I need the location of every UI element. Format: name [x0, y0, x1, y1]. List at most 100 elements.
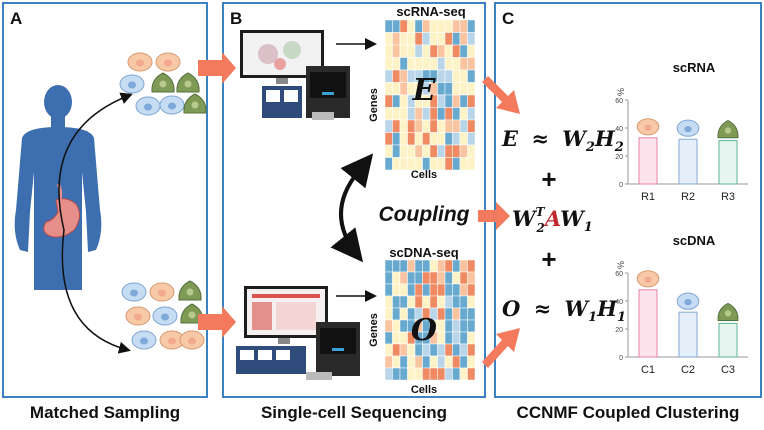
- heatmap-cell: [437, 132, 446, 146]
- heatmap-cell: [452, 94, 461, 108]
- heatmap-cell: [422, 32, 431, 46]
- heatmap-cell: [422, 259, 431, 273]
- heatmap-cell: [399, 271, 408, 285]
- heatmap-cell: [392, 144, 401, 158]
- beige-cell-icon: [179, 330, 205, 350]
- heatmap-cell: [407, 144, 416, 158]
- blue-cell-icon: [159, 95, 185, 115]
- cell-group-top: [119, 52, 207, 116]
- heatmap-cell: [399, 119, 408, 133]
- heatmap-cell: [429, 259, 438, 273]
- scdna-heatmap-letter: O: [411, 313, 437, 348]
- heatmap-cell: [392, 307, 401, 321]
- y-tick-label: 40: [615, 126, 623, 133]
- heatmap-cell: [444, 319, 453, 333]
- heatmap-cell: [459, 82, 468, 96]
- heatmap-cell: [384, 367, 393, 381]
- heatmap-cell: [407, 32, 416, 46]
- heatmap-cell: [452, 271, 461, 285]
- scdna-genes-label: Genes: [368, 313, 380, 347]
- heatmap-cell: [437, 44, 446, 58]
- scrna-heatmap-letter: E: [412, 73, 437, 108]
- heatmap-cell: [392, 69, 401, 83]
- heatmap-cell: [437, 19, 446, 33]
- heatmap-cell: [384, 355, 393, 369]
- heatmap-cell: [444, 283, 453, 297]
- bar-c2: [678, 311, 698, 358]
- heatmap-cell: [414, 295, 423, 309]
- heatmap-cell: [399, 132, 408, 146]
- beige-cell-icon: [149, 282, 175, 302]
- heatmap-cell: [407, 107, 416, 121]
- heatmap-cell: [399, 331, 408, 345]
- heatmap-cell: [444, 307, 453, 321]
- heatmap-cell: [437, 157, 446, 171]
- heatmap-cell: [429, 295, 438, 309]
- heatmap-cell: [467, 367, 476, 381]
- heatmap-cell: [399, 283, 408, 297]
- heatmap-cell: [392, 319, 401, 333]
- heatmap-cell: [392, 19, 401, 33]
- heatmap-cell: [392, 295, 401, 309]
- blue-cell-icon: [131, 330, 157, 350]
- heatmap-cell: [467, 343, 476, 357]
- heatmap-cell: [452, 144, 461, 158]
- green-cell-icon: [178, 280, 202, 301]
- heatmap-cell: [429, 19, 438, 33]
- heatmap-cell: [437, 94, 446, 108]
- heatmap-cell: [467, 307, 476, 321]
- heatmap-cell: [444, 69, 453, 83]
- bar-r1: [638, 137, 658, 185]
- heatmap-cell: [414, 355, 423, 369]
- heatmap-cell: [459, 94, 468, 108]
- heatmap-cell: [407, 271, 416, 285]
- heatmap-cell: [429, 44, 438, 58]
- blue-cell-icon: [135, 96, 161, 116]
- beige-cell-icon: [125, 306, 151, 326]
- heatmap-cell: [422, 119, 431, 133]
- heatmap-cell: [444, 119, 453, 133]
- heatmap-cell: [452, 119, 461, 133]
- heatmap-cell: [392, 119, 401, 133]
- heatmap-cell: [414, 107, 423, 121]
- heatmap-cell: [414, 283, 423, 297]
- heatmap-cell: [407, 57, 416, 71]
- heatmap-cell: [399, 57, 408, 71]
- x-tick-label: R2: [681, 191, 695, 203]
- heatmap-cell: [429, 271, 438, 285]
- bar-c1: [638, 289, 658, 358]
- heatmap-cell: [437, 271, 446, 285]
- heatmap-cell: [422, 295, 431, 309]
- y-tick-label: 0: [619, 355, 623, 362]
- heatmap-cell: [384, 119, 393, 133]
- chart-title: scDNA: [673, 233, 716, 248]
- y-unit-label: %: [616, 261, 626, 269]
- heatmap-cell: [459, 57, 468, 71]
- y-tick-label: 60: [615, 98, 623, 105]
- heatmap-cell: [467, 259, 476, 273]
- heatmap-cell: [459, 132, 468, 146]
- heatmap-cell: [467, 69, 476, 83]
- heatmap-cell: [422, 367, 431, 381]
- x-tick-label: R1: [641, 191, 655, 203]
- heatmap-cell: [444, 132, 453, 146]
- heatmap-cell: [459, 119, 468, 133]
- heatmap-cell: [392, 343, 401, 357]
- heatmap-cell: [422, 19, 431, 33]
- heatmap-cell: [407, 44, 416, 58]
- heatmap-cell: [399, 319, 408, 333]
- heatmap-cell: [437, 82, 446, 96]
- heatmap-cell: [414, 259, 423, 273]
- heatmap-cell: [392, 94, 401, 108]
- heatmap-cell: [452, 283, 461, 297]
- heatmap-cell: [459, 44, 468, 58]
- heatmap-cell: [437, 331, 446, 345]
- heatmap-cell: [452, 32, 461, 46]
- heatmap-cell: [437, 307, 446, 321]
- heatmap-cell: [384, 271, 393, 285]
- heatmap-cell: [422, 283, 431, 297]
- heatmap-cell: [459, 157, 468, 171]
- heatmap-cell: [452, 107, 461, 121]
- heatmap-cell: [467, 82, 476, 96]
- heatmap-cell: [459, 144, 468, 158]
